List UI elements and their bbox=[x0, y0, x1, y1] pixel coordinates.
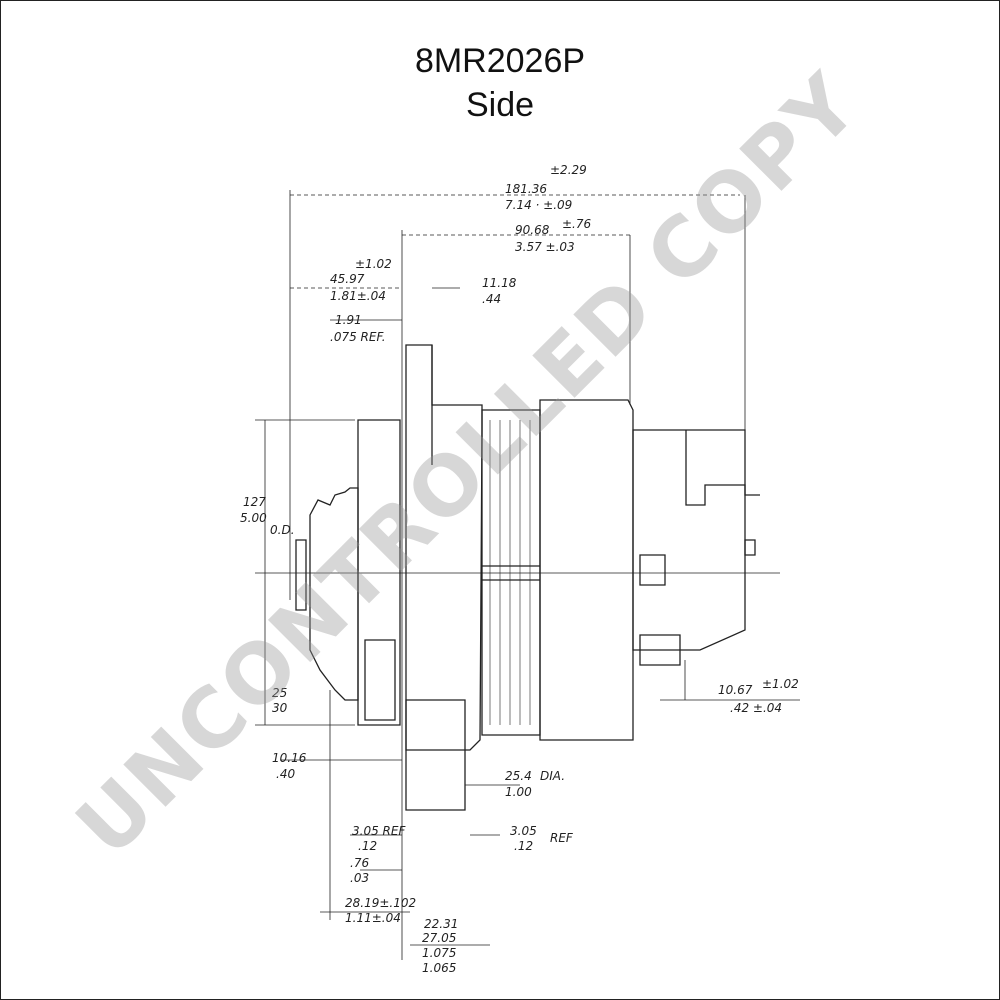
rear-housing bbox=[539, 399, 634, 741]
overall-in-label: 7.14 · ±.09 bbox=[505, 198, 572, 212]
pulley-nut bbox=[295, 539, 307, 611]
bolt-mm-label: 28.19±.102 bbox=[345, 896, 416, 910]
bolt-in-label: 1.11±.04 bbox=[345, 911, 401, 925]
gap-mm-label: 1.91 bbox=[335, 313, 362, 327]
view-title: Side bbox=[465, 86, 535, 124]
ground-terminal bbox=[639, 634, 681, 666]
width-mm-b-label: 27.05 bbox=[422, 931, 456, 945]
small-mm-label: .76 bbox=[350, 856, 369, 870]
lower-mount-ear bbox=[405, 699, 466, 811]
hub-mm-label: 10.16 bbox=[272, 751, 307, 765]
fan-blade bbox=[364, 639, 396, 721]
dimension-lines bbox=[255, 190, 800, 960]
pulley-dia-ref-label: 0.D. bbox=[270, 523, 295, 537]
terminal-bracket bbox=[685, 430, 760, 506]
bore-dia-label: DIA. bbox=[540, 769, 565, 783]
shaft bbox=[482, 565, 540, 581]
mount-offset-mm-label: 45.97 bbox=[330, 272, 365, 286]
left-ref-in-label: .12 bbox=[358, 839, 377, 853]
term-in-label: .42 ±.04 bbox=[730, 701, 782, 715]
right-ref-label: REF bbox=[550, 831, 574, 845]
overall-tol-label: ±2.29 bbox=[550, 163, 587, 177]
width-in-a-label: 1.075 bbox=[422, 946, 456, 960]
width-in-b-label: 1.065 bbox=[422, 961, 456, 975]
body-mm-label: 90.68 bbox=[515, 223, 550, 237]
width-mm-a-label: 22.31 bbox=[424, 917, 458, 931]
bore-in-label: 1.00 bbox=[505, 785, 532, 799]
left-ref-mm-label: 3.05 REF bbox=[352, 824, 406, 838]
fan bbox=[357, 419, 401, 726]
overall-mm-label: 181.36 bbox=[505, 182, 547, 196]
part-number-title: 8MR2026P bbox=[414, 42, 586, 80]
body-in-label: 3.57 ±.03 bbox=[515, 240, 575, 254]
term-mm-tol-label: ±1.02 bbox=[762, 677, 799, 691]
stator-laminations bbox=[489, 420, 531, 725]
alternator-outline bbox=[255, 344, 780, 811]
hub-in-label: .40 bbox=[276, 767, 295, 781]
dimension-labels: ±2.29 181.36 7.14 · ±.09 90.68 ±.76 3.57… bbox=[240, 163, 799, 975]
pulley-dia-in-label: 5.00 bbox=[240, 511, 267, 525]
small-in-label: .03 bbox=[350, 871, 369, 885]
body-mm-tol-label: ±.76 bbox=[562, 217, 592, 231]
aux-terminal bbox=[744, 539, 756, 556]
mount-offset-tol-label: ±1.02 bbox=[355, 257, 392, 271]
right-ref-mm-label: 3.05 bbox=[510, 824, 537, 838]
bore-mm-label: 25.4 bbox=[505, 769, 532, 783]
ear-mm-label: 11.18 bbox=[482, 276, 517, 290]
rear-cover bbox=[632, 429, 746, 651]
output-terminal bbox=[639, 554, 666, 586]
lower-b-label: 30 bbox=[272, 701, 288, 715]
gap-in-label: .075 REF. bbox=[330, 330, 386, 344]
term-mm-label: 10.67 bbox=[718, 683, 753, 697]
ear-in-label: .44 bbox=[482, 292, 501, 306]
right-ref-in-label: .12 bbox=[514, 839, 533, 853]
pulley-dia-mm-label: 127 bbox=[243, 495, 266, 509]
lower-a-label: 25 bbox=[272, 686, 287, 700]
mount-offset-in-label: 1.81±.04 bbox=[330, 289, 386, 303]
